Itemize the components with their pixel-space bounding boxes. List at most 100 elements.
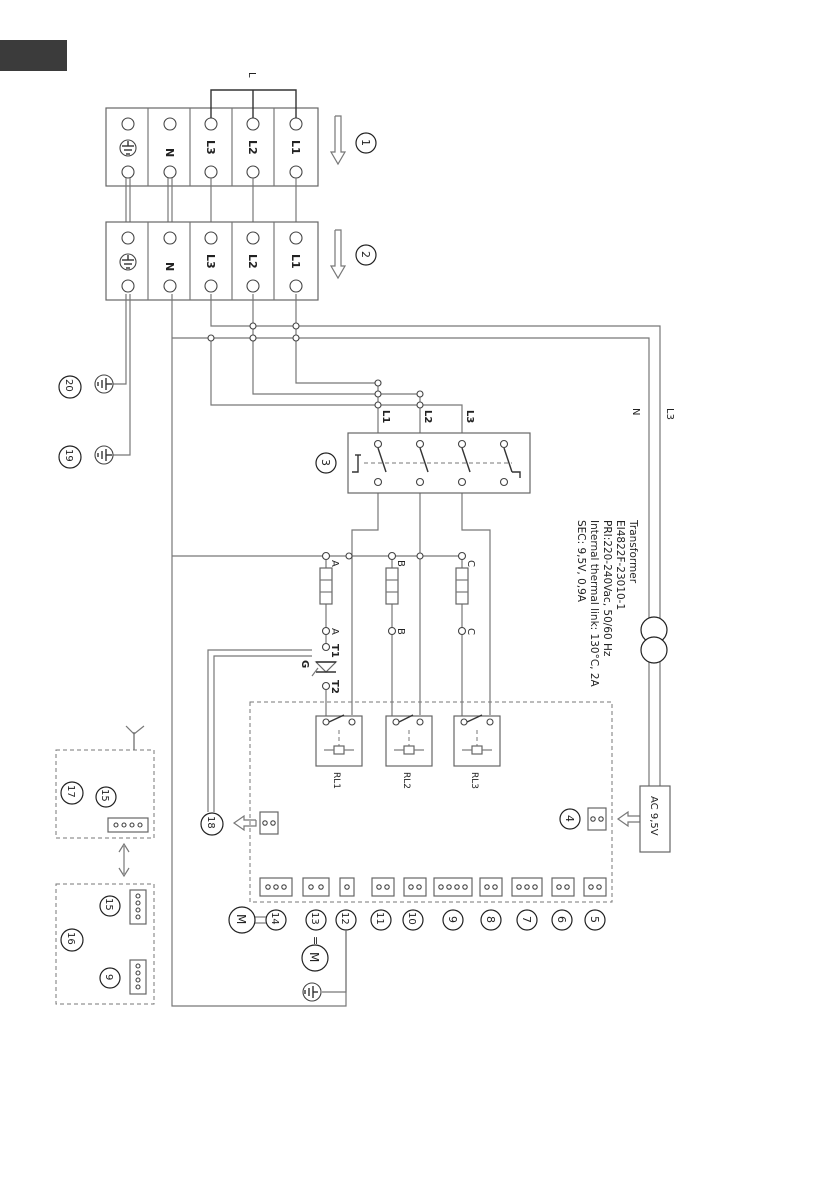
callout-16-text: 16 xyxy=(65,932,76,945)
phase-bridge: L xyxy=(210,72,297,118)
callout-3-text: 3 xyxy=(319,459,332,466)
transformer-line-3: PRI:220-240Vac, 50/60 Hz xyxy=(601,520,613,657)
callout-8: 8 xyxy=(480,909,502,931)
motor-13-equals: = xyxy=(309,936,322,945)
wire-label-n: N xyxy=(630,408,641,415)
tb1-label-l2: L2 xyxy=(246,140,259,155)
callout-20: 20 xyxy=(58,375,82,399)
callout-2-text: 2 xyxy=(359,251,372,258)
transformer xyxy=(640,616,668,664)
contactor-label-l2: L2 xyxy=(422,410,433,423)
ac-supply-box: AC 9,5V xyxy=(639,785,671,853)
tb2-label-n: N xyxy=(163,262,176,271)
wire-label-l3: L3 xyxy=(664,408,675,420)
heater-c-bottom: C xyxy=(465,628,476,635)
contactor-label-l1: L1 xyxy=(380,410,391,423)
triac: T1 T2 G xyxy=(299,642,340,694)
link-arrow xyxy=(118,842,130,878)
callout-6-text: 6 xyxy=(555,916,568,923)
callout-11: 11 xyxy=(370,909,392,931)
callout-18: 18 xyxy=(200,812,224,836)
callout-8-text: 8 xyxy=(484,916,497,923)
callout-10: 10 xyxy=(402,909,424,931)
heater-b-top: B xyxy=(395,560,406,567)
callout-10-text: 10 xyxy=(406,912,417,925)
motor-13: = M xyxy=(301,936,329,972)
wiring xyxy=(112,294,661,1007)
callout-5-text: 5 xyxy=(588,916,601,923)
tb1-label-l1: L1 xyxy=(289,140,302,155)
block-links xyxy=(125,178,297,228)
tb2-label-l2: L2 xyxy=(246,254,259,269)
heater-c: C C xyxy=(455,551,476,636)
module-16: 16 15 9 xyxy=(55,883,155,1005)
control-board xyxy=(249,701,613,903)
callout-7: 7 xyxy=(516,909,538,931)
callout-18-text: 18 xyxy=(205,816,216,829)
heater-c-top: C xyxy=(465,560,476,567)
triac-t1: T1 xyxy=(329,644,340,658)
relay-rl1: RL1 xyxy=(315,714,363,789)
transformer-line-1: Transformer xyxy=(627,519,639,584)
tb2-label-l3: L3 xyxy=(204,254,217,269)
terminal-block-1: N L3 L2 L1 xyxy=(105,107,319,187)
ground-icon xyxy=(119,139,137,157)
callout-19: 19 xyxy=(58,445,82,469)
heater-a-top: A xyxy=(329,560,340,567)
contactor-3: L1 L2 L3 xyxy=(347,410,531,494)
callout-4: 4 xyxy=(559,808,581,830)
tb1-label-l3: L3 xyxy=(204,140,217,155)
transformer-line-5: SEC: 9,5V, 0,9A xyxy=(575,520,587,603)
phase-group-label: L xyxy=(246,72,257,78)
transformer-line-2: EI4822F-23010-1 xyxy=(614,520,626,610)
relay-rl2-label: RL2 xyxy=(401,772,411,789)
arrow-1 xyxy=(329,115,347,166)
page-tab-marker xyxy=(0,40,67,71)
callout-11-text: 11 xyxy=(374,912,385,925)
callout-14: 14 xyxy=(265,909,287,931)
callout-5: 5 xyxy=(584,909,606,931)
callout-15a-text: 15 xyxy=(99,789,110,802)
tb2-label-l1: L1 xyxy=(289,254,302,269)
arrow-18 xyxy=(232,814,257,832)
motor-13-label: M xyxy=(307,952,321,962)
heater-a-bottom: A xyxy=(329,628,340,635)
ground-icon xyxy=(94,374,114,394)
relay-rl3: RL3 xyxy=(453,714,501,789)
callout-15b-text: 15 xyxy=(103,898,114,911)
callout-7-text: 7 xyxy=(520,916,533,923)
callout-2: 2 xyxy=(355,244,377,266)
board-connectors xyxy=(259,807,607,897)
tb1-label-n: N xyxy=(163,148,176,157)
callout-19-text: 19 xyxy=(63,449,74,462)
callout-6: 6 xyxy=(551,909,573,931)
heater-a: A A xyxy=(319,551,340,636)
ground-icon xyxy=(94,445,114,465)
callout-12-text: 12 xyxy=(339,912,350,925)
transformer-line-4: Internal thermal link: 130°C, 2A xyxy=(588,520,600,688)
callout-4-text: 4 xyxy=(563,815,576,822)
module-17: 17 15 xyxy=(55,732,155,839)
callout-20-text: 20 xyxy=(63,379,74,392)
arrow-4 xyxy=(616,810,641,828)
terminal-block-2: N L3 L2 L1 xyxy=(105,221,319,301)
callout-12: 12 xyxy=(335,909,357,931)
callout-9-text: 9 xyxy=(446,916,459,923)
callout-13-text: 13 xyxy=(309,912,320,925)
relay-rl3-label: RL3 xyxy=(469,772,479,789)
heater-b-bottom: B xyxy=(395,628,406,635)
triac-g: G xyxy=(299,660,310,668)
triac-t2: T2 xyxy=(329,680,340,694)
arrow-2 xyxy=(329,229,347,280)
relay-rl2: RL2 xyxy=(385,714,433,789)
ground-icon xyxy=(119,253,137,271)
callout-9: 9 xyxy=(442,909,464,931)
contactor-label-l3: L3 xyxy=(464,410,475,423)
ground-icon xyxy=(302,930,347,1002)
callout-1: 1 xyxy=(355,132,377,154)
relay-rl1-label: RL1 xyxy=(331,772,341,789)
transformer-text: Transformer EI4822F-23010-1 PRI:220-240V… xyxy=(575,519,639,688)
callout-13: 13 xyxy=(305,909,327,931)
motor-14-label: M xyxy=(234,914,248,924)
